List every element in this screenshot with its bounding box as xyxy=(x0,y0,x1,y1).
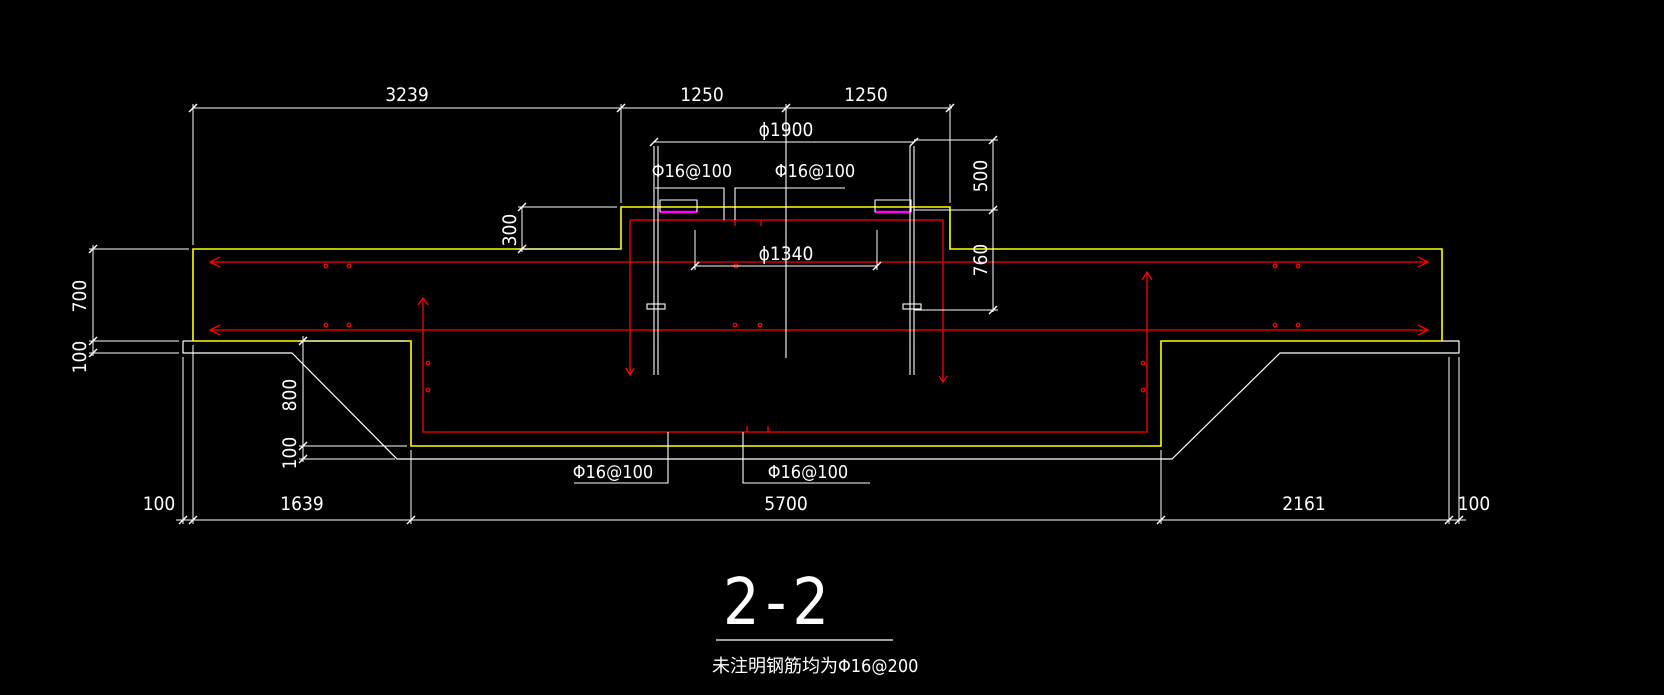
rebar-dot xyxy=(425,387,431,393)
dim-top-mid-left: 1250 xyxy=(680,84,724,106)
anchor-washer-left xyxy=(646,303,666,310)
rebar-dot xyxy=(346,322,352,328)
rebar-dot xyxy=(757,322,763,328)
tick xyxy=(649,137,659,147)
anchor-washer-right xyxy=(902,303,922,310)
rebar-label-bottom-left: Φ16@100 xyxy=(573,462,653,483)
dim-left-base: 100 xyxy=(69,341,91,374)
cap-leader-left xyxy=(655,187,725,220)
rebar-label-bottom-right: Φ16@100 xyxy=(768,462,848,483)
plate-edge-left xyxy=(659,199,698,212)
pit-rebar-left-hook xyxy=(417,296,429,306)
top-rebar-left-hook xyxy=(208,256,221,268)
tick xyxy=(298,336,308,346)
pit-bottom-leader xyxy=(574,432,669,484)
tick xyxy=(690,261,700,271)
plate-edge-right xyxy=(874,199,912,212)
section-title-block: 2-2 未注明钢筋均为Φ16@200 xyxy=(712,566,918,677)
dimension-labels: 3239 1250 1250 ϕ1900 ϕ1340 100 1639 5700… xyxy=(69,84,1490,515)
dim-bottom-middle: 5700 xyxy=(764,493,808,515)
rebar-dots xyxy=(323,263,1301,393)
slab-top-outline xyxy=(192,206,1443,341)
base-layer xyxy=(182,340,1460,460)
tick xyxy=(88,336,98,346)
tick xyxy=(88,244,98,254)
rebar-label-top-left: Φ16@100 xyxy=(652,161,732,182)
dim-pit-diameter-inner: ϕ1340 xyxy=(759,243,814,265)
dim-bottom-left: 1639 xyxy=(280,493,324,515)
tick xyxy=(406,515,416,525)
rebar-dot xyxy=(323,263,329,269)
rebar-dot xyxy=(1272,263,1278,269)
tick xyxy=(178,515,188,525)
tick xyxy=(188,103,198,113)
dim-bottom-right-margin: 100 xyxy=(1458,493,1491,515)
pit-rebar-right-hook xyxy=(1141,270,1153,281)
dim-pit-diameter-top: ϕ1900 xyxy=(759,119,814,141)
tick xyxy=(298,441,308,451)
rebar-dot xyxy=(425,360,431,366)
rebar-dot xyxy=(732,322,738,328)
top-rebar-right-hook xyxy=(1417,256,1430,268)
tick xyxy=(988,135,998,145)
tick xyxy=(872,261,882,271)
rebar-dot xyxy=(1272,322,1278,328)
rebar-dot xyxy=(346,263,352,269)
tick xyxy=(188,515,198,525)
tick xyxy=(781,103,791,113)
rebar-labels: Φ16@100 Φ16@100 Φ16@100 Φ16@100 xyxy=(573,161,855,483)
drawing-note: 未注明钢筋均为Φ16@200 xyxy=(712,656,918,677)
tick xyxy=(945,103,955,113)
bottom-rebar-right-hook xyxy=(1417,324,1430,336)
section-title: 2-2 xyxy=(723,566,835,640)
rebar-group xyxy=(208,219,1430,433)
dim-right-height-lower: 760 xyxy=(970,244,992,277)
cap-rebar-right-hook xyxy=(938,375,948,384)
tick xyxy=(1156,515,1166,525)
concrete-outline xyxy=(192,206,1443,447)
dim-bottom-right: 2161 xyxy=(1282,493,1326,515)
rebar-dot xyxy=(323,322,329,328)
tick xyxy=(616,103,626,113)
rebar-dot xyxy=(1295,322,1301,328)
rebar-dot xyxy=(1140,387,1146,393)
pit-bottom-leader-right xyxy=(742,432,870,484)
dimension-lines xyxy=(89,104,1466,524)
tick xyxy=(298,454,308,464)
pit-rebar-u xyxy=(422,272,1148,433)
tick xyxy=(517,244,527,254)
dim-pit-bottom: 100 xyxy=(279,437,301,470)
dimension-ticks xyxy=(88,103,1464,525)
dim-top-left-width: 3239 xyxy=(385,84,429,106)
bottom-rebar-left-hook xyxy=(208,324,221,336)
dim-top-mid-right: 1250 xyxy=(844,84,888,106)
tick xyxy=(1444,515,1454,525)
tick xyxy=(88,348,98,358)
dim-pit-depth: 800 xyxy=(279,379,301,412)
tick xyxy=(517,202,527,212)
pit-outline xyxy=(193,340,1442,447)
tick xyxy=(988,205,998,215)
rebar-dot xyxy=(1140,360,1146,366)
tick xyxy=(909,137,919,147)
rebar-dot xyxy=(1295,263,1301,269)
dim-slab-thickness: 700 xyxy=(69,280,91,313)
tick xyxy=(988,305,998,315)
cap-leader-right xyxy=(734,187,845,220)
dim-step-height: 300 xyxy=(499,214,521,247)
rebar-label-top-right: Φ16@100 xyxy=(775,161,855,182)
dim-right-height-upper: 500 xyxy=(970,160,992,193)
tick xyxy=(1454,515,1464,525)
dim-bottom-left-margin: 100 xyxy=(143,493,176,515)
cap-rebar-left-hook xyxy=(625,367,635,377)
cushion-outline xyxy=(182,340,1460,460)
anchor-bolts xyxy=(574,105,922,484)
